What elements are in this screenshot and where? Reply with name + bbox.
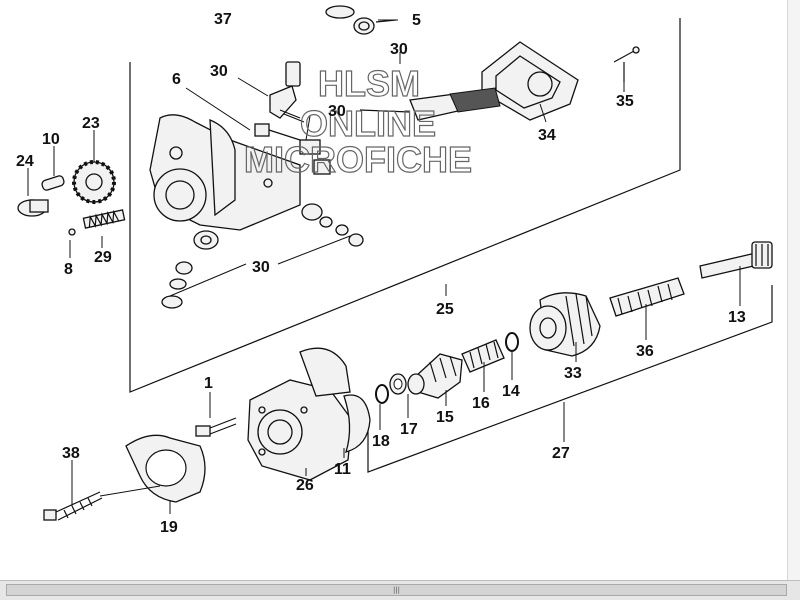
label-24: 24	[16, 153, 34, 170]
label-30-mid: 30	[328, 103, 346, 120]
label-30-left: 30	[210, 63, 228, 80]
label-6: 6	[172, 71, 181, 88]
label-14: 14	[502, 383, 520, 400]
upper-housing	[149, 114, 301, 231]
housing-part-26	[247, 347, 353, 481]
group-bracket-lower	[367, 285, 773, 473]
label-27: 27	[552, 445, 570, 462]
gear-part-23	[72, 160, 116, 204]
label-30-top: 30	[390, 41, 408, 58]
label-34: 34	[538, 127, 556, 144]
scrollbar-grip-icon: |||	[392, 586, 401, 594]
label-30-bottom: 30	[252, 259, 270, 276]
bolt-part-38	[43, 491, 103, 521]
part-labels: 37 5 30 30 6 30 35 34 23 10 24 29 8 30 2…	[16, 11, 746, 536]
watermark-line-1: HLSM	[318, 63, 420, 104]
spring-part-36	[609, 277, 685, 317]
scrollbar-thumb[interactable]: |||	[6, 584, 787, 596]
ball-part-8	[68, 228, 76, 236]
label-23: 23	[82, 115, 100, 132]
washer-part-5	[325, 5, 397, 35]
bolt-part-1	[195, 417, 237, 437]
gasket-part-19	[125, 434, 206, 503]
label-10: 10	[42, 131, 60, 148]
linkage-part-30	[254, 61, 331, 175]
label-1: 1	[204, 375, 213, 392]
spring-part-16	[461, 339, 505, 373]
label-19: 19	[160, 519, 178, 536]
label-29: 29	[94, 249, 112, 266]
seal-chain-part-30	[161, 203, 364, 309]
pin-part-10	[41, 175, 65, 191]
label-13: 13	[728, 309, 746, 326]
label-36: 36	[636, 343, 654, 360]
label-15: 15	[436, 409, 454, 426]
label-25: 25	[436, 301, 454, 318]
leader-lines	[27, 19, 741, 514]
bolt-part-35	[613, 46, 640, 82]
label-11: 11	[334, 461, 351, 478]
ring-part-14	[505, 332, 519, 352]
viewport-right-edge	[787, 0, 800, 580]
label-37: 37	[214, 11, 232, 28]
spring-part-29	[82, 209, 126, 229]
exploded-parts-diagram: HLSM ONLINE MICROFICHE 37 5 30 30 6 30 3…	[16, 5, 773, 536]
ring-part-18	[375, 384, 389, 404]
washer-part-17	[389, 373, 407, 395]
gear-part-15	[407, 353, 463, 399]
shaft-part-13	[699, 241, 773, 279]
watermark-line-3: MICROFICHE	[244, 139, 472, 180]
label-38: 38	[62, 445, 80, 462]
watermark-line-2: ONLINE	[300, 103, 436, 144]
clutch-part-33	[529, 292, 601, 357]
group-bracket-upper	[129, 18, 681, 393]
watermark: HLSM ONLINE MICROFICHE	[243, 62, 472, 180]
label-17: 17	[400, 421, 418, 438]
solenoid-part-34	[359, 41, 579, 121]
label-18: 18	[372, 433, 390, 450]
label-33: 33	[564, 365, 582, 382]
horizontal-scrollbar[interactable]: |||	[0, 580, 800, 600]
cap-part-24	[17, 199, 49, 217]
label-5: 5	[412, 12, 421, 29]
label-26: 26	[296, 477, 314, 494]
seal-part-11	[343, 394, 371, 453]
label-35: 35	[616, 93, 634, 110]
label-16: 16	[472, 395, 490, 412]
label-8: 8	[64, 261, 73, 278]
